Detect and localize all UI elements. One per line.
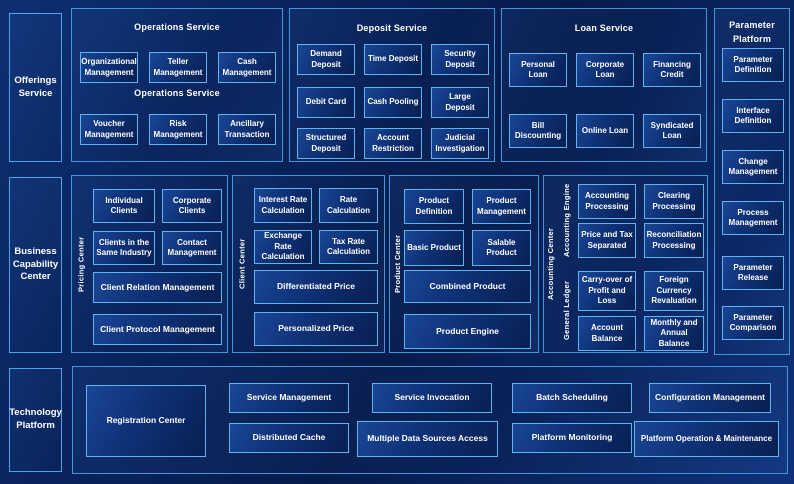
block-personalized-price: Personalized Price (254, 312, 378, 346)
block-multiple-data-sources-access: Multiple Data Sources Access (357, 421, 498, 457)
block-voucher-management: Voucher Management (80, 114, 138, 145)
block-large-deposit: Large Deposit (431, 87, 489, 118)
block-reconciliation-processing: Reconciliation Processing (644, 223, 704, 258)
block-personal-loan: Personal Loan (509, 53, 567, 87)
block-financing-credit: Financing Credit (643, 53, 701, 87)
block-product-engine: Product Engine (404, 314, 531, 349)
accounting-center-vertical-label: Accounting Center (546, 227, 555, 301)
block-online-loan: Online Loan (576, 114, 634, 148)
panel-product-center: Product Center Product Definition Produc… (389, 175, 539, 353)
panel-technology-platform: Registration Center Service Management D… (72, 366, 788, 474)
block-foreign-currency-revaluation: Foreign Currency Revaluation (644, 271, 704, 311)
block-structured-deposit: Structured Deposit (297, 128, 355, 159)
block-security-deposit: Security Deposit (431, 44, 489, 75)
block-organizational-management: Organizational Management (80, 52, 138, 83)
block-change-management: Change Management (722, 150, 784, 184)
panel-parameter-platform: Parameter Platform Parameter Definition … (714, 8, 790, 355)
block-corporate-loan: Corporate Loan (576, 53, 634, 87)
operations-service-mid-label: Operations Service (134, 88, 220, 98)
block-price-and-tax-separated: Price and Tax Separated (578, 223, 636, 258)
block-platform-operation-maintenance: Platform Operation & Maintenance (634, 421, 779, 457)
block-product-definition: Product Definition (404, 189, 464, 224)
block-exchange-rate-calculation: Exchange Rate Calculation (254, 230, 312, 264)
block-interest-rate-calculation: Interest Rate Calculation (254, 188, 312, 223)
block-rate-calculation: Rate Calculation (319, 188, 378, 223)
panel-operations-service: Operations Service Organizational Manage… (71, 8, 283, 162)
block-differentiated-price: Differentiated Price (254, 270, 378, 304)
deposit-service-title: Deposit Service (356, 23, 428, 33)
panel-deposit-service: Deposit Service Demand Deposit Time Depo… (289, 8, 495, 162)
block-client-protocol-management: Client Protocol Management (93, 314, 222, 345)
panel-loan-service: Loan Service Personal Loan Corporate Loa… (501, 8, 707, 162)
block-clients-same-industry: Clients in the Same Industry (93, 231, 155, 265)
block-salable-product: Salable Product (472, 230, 531, 266)
block-judicial-investigation: Judicial Investigation (431, 128, 489, 159)
block-debit-card: Debit Card (297, 87, 355, 118)
parameter-platform-title: Parameter Platform (729, 20, 775, 45)
block-account-balance: Account Balance (578, 316, 636, 351)
block-service-management: Service Management (229, 383, 349, 413)
sidebar-offerings-label: Offerings Service (14, 74, 57, 99)
block-service-invocation: Service Invocation (372, 383, 492, 413)
block-cash-pooling: Cash Pooling (364, 87, 422, 118)
block-interface-definition: Interface Definition (722, 99, 784, 133)
block-distributed-cache: Distributed Cache (229, 423, 349, 453)
block-tax-rate-calculation: Tax Rate Calculation (319, 230, 378, 264)
panel-accounting-center: Accounting Center Accounting Engine Acco… (543, 175, 708, 353)
accounting-engine-vertical-label: Accounting Engine (562, 183, 571, 257)
block-platform-monitoring: Platform Monitoring (512, 423, 632, 453)
block-demand-deposit: Demand Deposit (297, 44, 355, 75)
block-time-deposit: Time Deposit (364, 44, 422, 75)
sidebar-technology-platform: Technology Platform (9, 368, 62, 472)
loan-service-title: Loan Service (574, 23, 634, 33)
block-client-relation-management: Client Relation Management (93, 272, 222, 303)
block-cash-management: Cash Management (218, 52, 276, 83)
panel-pricing-center: Pricing Center Individual Clients Corpor… (71, 175, 228, 353)
block-parameter-definition: Parameter Definition (722, 48, 784, 82)
block-ancillary-transaction: Ancillary Transaction (218, 114, 276, 145)
block-monthly-annual-balance: Monthly and Annual Balance (644, 316, 704, 351)
block-carry-over-profit-loss: Carry-over of Profit and Loss (578, 271, 636, 311)
block-clearing-processing: Clearing Processing (644, 184, 704, 219)
block-combined-product: Combined Product (404, 270, 531, 303)
block-process-management: Process Management (722, 201, 784, 235)
client-center-vertical-label: Client Center (237, 238, 247, 290)
block-parameter-release: Parameter Release (722, 256, 784, 290)
sidebar-business-capability-center: Business Capability Center (9, 177, 62, 353)
product-center-vertical-label: Product Center (393, 234, 402, 294)
sidebar-technology-label: Technology Platform (9, 407, 62, 431)
block-account-restriction: Account Restriction (364, 128, 422, 159)
block-risk-management: Risk Management (149, 114, 207, 145)
block-bill-discounting: Bill Discounting (509, 114, 567, 148)
general-ledger-vertical-label: General Ledger (562, 280, 571, 340)
block-batch-scheduling: Batch Scheduling (512, 383, 632, 413)
block-corporate-clients: Corporate Clients (162, 189, 222, 223)
block-configuration-management: Configuration Management (649, 383, 771, 413)
pricing-center-vertical-label: Pricing Center (76, 236, 86, 292)
block-individual-clients: Individual Clients (93, 189, 155, 223)
block-teller-management: Teller Management (149, 52, 207, 83)
block-contact-management: Contact Management (162, 231, 222, 265)
sidebar-offerings-service: Offerings Service (9, 13, 62, 162)
block-parameter-comparison: Parameter Comparison (722, 306, 784, 340)
sidebar-business-label: Business Capability Center (12, 245, 59, 283)
block-product-management: Product Management (472, 189, 531, 224)
operations-service-title: Operations Service (134, 22, 220, 32)
block-syndicated-loan: Syndicated Loan (643, 114, 701, 148)
block-accounting-processing: Accounting Processing (578, 184, 636, 219)
panel-client-center: Client Center Interest Rate Calculation … (232, 175, 385, 353)
block-registration-center: Registration Center (86, 385, 206, 457)
block-basic-product: Basic Product (404, 230, 464, 266)
